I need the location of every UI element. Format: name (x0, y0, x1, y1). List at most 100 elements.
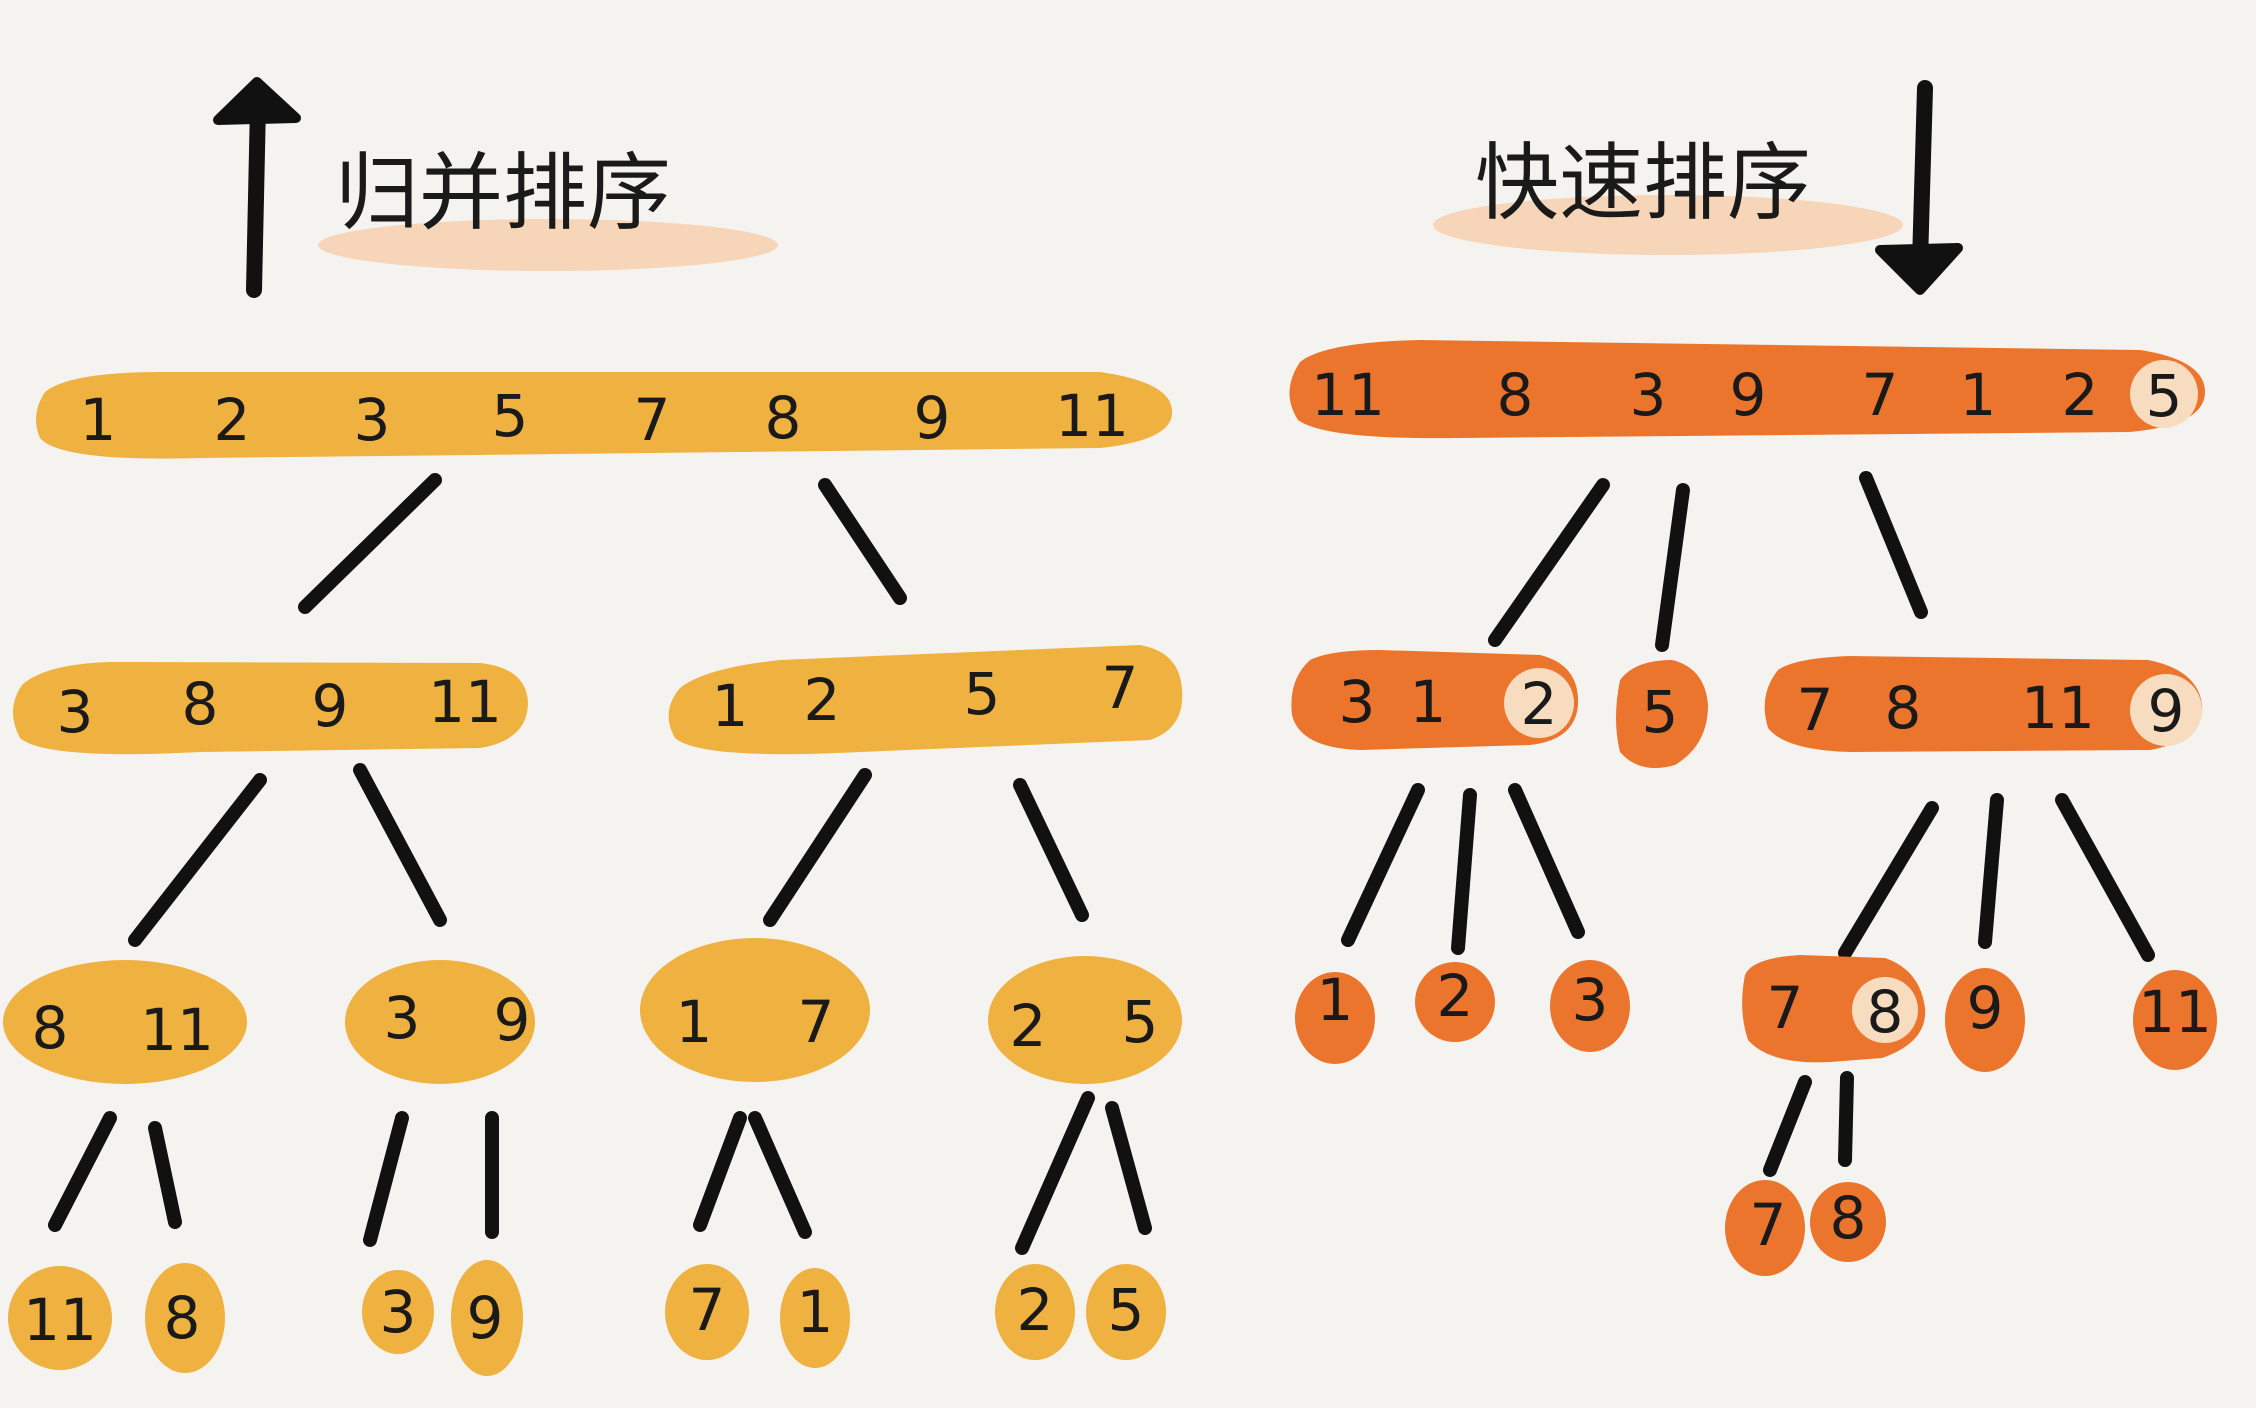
quick-number: 5 (1642, 678, 1679, 746)
merge-number: 8 (164, 1284, 201, 1352)
quick-leaf-blob (1550, 960, 1630, 1052)
merge-number: 5 (492, 382, 529, 450)
merge-number: 3 (57, 678, 94, 746)
quick-level-1-numbers: 3 1 2 5 7 8 11 9 (1339, 668, 2185, 746)
merge-number: 11 (428, 668, 502, 736)
quick-pivot-number: 8 (1867, 978, 1904, 1046)
quick-leaf-blob (1415, 962, 1495, 1042)
quick-number: 9 (1730, 361, 1767, 429)
quick-number: 9 (1967, 974, 2004, 1042)
merge-number: 8 (765, 384, 802, 452)
quick-title-highlight (1433, 195, 1903, 255)
quick-sort-title: 快速排序 (1475, 134, 1811, 232)
quick-sort-panel: 快速排序 11 8 3 9 7 1 2 5 (1289, 80, 2217, 1276)
merge-leaf-blob (1086, 1264, 1166, 1360)
quick-level-3-numbers: 7 8 (1750, 1184, 1867, 1259)
merge-number: 5 (1108, 1276, 1145, 1344)
quick-leaf-blob (1810, 1182, 1886, 1262)
merge-number: 9 (914, 384, 951, 452)
merge-number: 11 (23, 1286, 97, 1354)
quick-right-group-blob (1764, 656, 2203, 752)
quick-connectors-1-2 (1341, 783, 2155, 962)
quick-root-numbers: 11 8 3 9 7 1 2 5 (1311, 361, 2182, 430)
quick-middle-blob (1616, 660, 1708, 769)
merge-level-0-blob (36, 372, 1173, 459)
quick-pivot-number: 2 (1521, 670, 1558, 738)
quick-root-blob (1289, 340, 2205, 439)
merge-number: 11 (140, 996, 214, 1064)
merge-number: 8 (32, 994, 69, 1062)
merge-connectors-1-2 (128, 763, 1089, 947)
merge-number: 1 (80, 386, 117, 454)
merge-number: 5 (964, 660, 1001, 728)
merge-number: 7 (1102, 654, 1139, 722)
merge-number: 7 (798, 988, 835, 1056)
quick-number: 8 (1885, 674, 1922, 742)
quick-number: 11 (1311, 361, 1385, 429)
quick-number: 7 (1797, 676, 1834, 744)
quick-pivot-number: 5 (2146, 362, 2183, 430)
merge-leaf-blob (665, 1264, 749, 1360)
merge-leaf-blob (451, 1260, 523, 1376)
merge-connectors-0-1 (298, 473, 907, 614)
merge-sort-panel: 归并排序 1 2 3 5 7 8 9 11 3 8 9 11 1 2 5 (3, 77, 1183, 1376)
quick-connectors-2-3 (1763, 1071, 1854, 1177)
merge-number: 2 (1010, 992, 1047, 1060)
merge-level-2-blob (345, 960, 535, 1084)
merge-number: 5 (1122, 988, 1159, 1056)
up-arrow-icon (213, 77, 301, 298)
merge-connectors-2-3 (48, 1091, 1152, 1255)
quick-number: 3 (1572, 966, 1609, 1034)
quick-root-pivot-highlight (2130, 360, 2198, 428)
quick-right-sub-pivot-highlight (1852, 977, 1918, 1043)
quick-number: 7 (1862, 361, 1899, 429)
merge-level-1-numbers: 3 8 9 11 1 2 5 7 (57, 654, 1139, 746)
merge-number: 3 (384, 984, 421, 1052)
quick-leaf-blob (1725, 1180, 1805, 1276)
quick-number: 2 (2062, 361, 2099, 429)
merge-level-2-numbers: 8 11 3 9 1 7 2 5 (32, 984, 1159, 1064)
merge-title-highlight (318, 219, 778, 271)
merge-level-2-blob (988, 956, 1182, 1084)
merge-level-2-blob (640, 938, 870, 1082)
merge-number: 8 (182, 670, 219, 738)
merge-number: 9 (312, 672, 349, 740)
quick-level-2-numbers: 1 2 3 7 8 9 11 (1317, 962, 2212, 1046)
quick-number: 8 (1497, 361, 1534, 429)
quick-right-pivot-highlight (2130, 674, 2202, 746)
quick-pivot-number: 9 (2148, 677, 2185, 745)
quick-number: 7 (1767, 974, 1804, 1042)
merge-number: 1 (676, 988, 713, 1056)
quick-number: 11 (2138, 978, 2212, 1046)
merge-number: 3 (380, 1278, 417, 1346)
quick-connectors-0-1 (1488, 471, 1928, 652)
quick-left-pivot-highlight (1504, 668, 1574, 738)
merge-level-1-blob (668, 645, 1183, 755)
merge-level-0-numbers: 1 2 3 5 7 8 9 11 (80, 382, 1129, 454)
quick-left-group-blob (1291, 650, 1579, 750)
quick-number: 3 (1339, 668, 1376, 736)
merge-level-3-numbers: 11 8 3 9 7 1 2 5 (23, 1276, 1144, 1354)
quick-number: 3 (1630, 361, 1667, 429)
merge-number: 3 (354, 386, 391, 454)
merge-number: 2 (214, 386, 251, 454)
merge-number: 7 (689, 1276, 726, 1344)
quick-number: 1 (1410, 668, 1447, 736)
merge-leaf-blob (8, 1266, 112, 1370)
merge-leaf-blob (780, 1268, 850, 1368)
merge-leaf-blob (145, 1263, 225, 1373)
quick-number: 2 (1437, 962, 1474, 1030)
merge-leaf-blob (362, 1270, 434, 1354)
quick-leaf-blob (1295, 972, 1375, 1064)
merge-level-1-blob (12, 662, 528, 755)
quick-number: 1 (1960, 361, 1997, 429)
merge-leaf-blob (995, 1264, 1075, 1360)
merge-number: 7 (634, 386, 671, 454)
merge-number: 1 (712, 672, 749, 740)
merge-number: 2 (804, 666, 841, 734)
quick-number: 11 (2021, 674, 2095, 742)
merge-number: 9 (494, 986, 531, 1054)
merge-number: 2 (1017, 1276, 1054, 1344)
merge-sort-title: 归并排序 (335, 144, 671, 242)
